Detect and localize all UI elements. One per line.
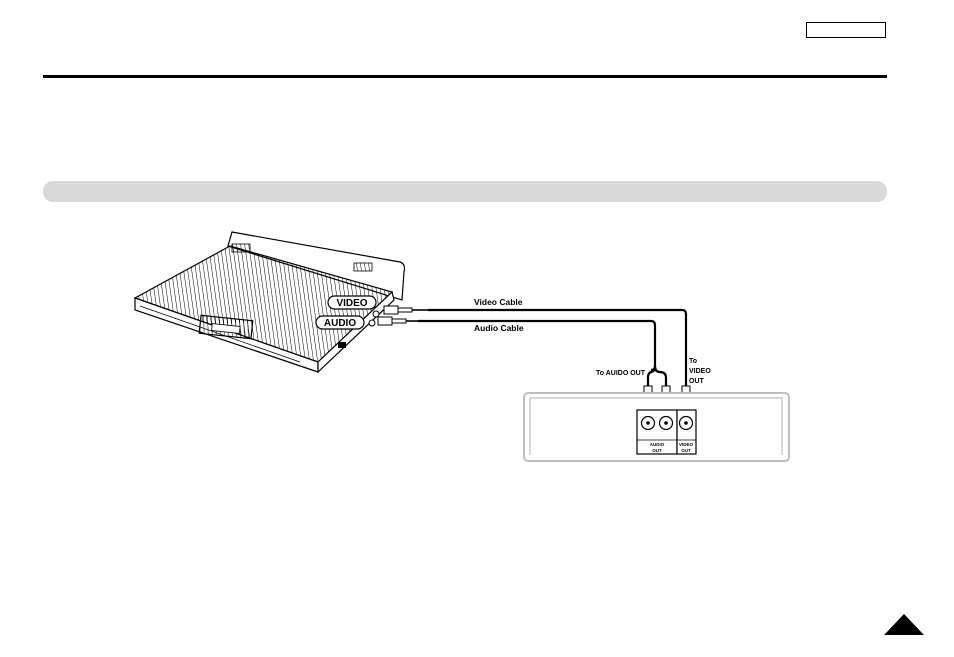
jack-audio-out-label-line2: OUT [652, 448, 662, 453]
video-cable-plug [383, 305, 428, 315]
video-port-label: VIDEO [336, 298, 367, 309]
video-cable [428, 308, 688, 386]
audio-cable-plug [377, 316, 418, 326]
av-device-illustration: AUDIO OUT VIDEO OUT [523, 392, 790, 462]
to-video-out-label-line3: OUT [689, 378, 705, 385]
to-video-out-label-line1: To [689, 358, 697, 365]
section-header-bar [43, 181, 887, 202]
audio-cable [418, 319, 657, 372]
video-port-callout: VIDEO [327, 295, 377, 310]
video-cable-label: Video Cable [474, 297, 523, 307]
to-video-out-label-line2: VIDEO [689, 368, 711, 375]
page-tag-box [806, 22, 886, 38]
triangle-up-icon[interactable] [884, 614, 924, 635]
jack-video-out-label-line1: VIDEO [679, 442, 694, 447]
top-rule [43, 75, 887, 78]
dvd-player-illustration [133, 231, 406, 374]
audio-port-callout: AUDIO [315, 315, 365, 330]
jack-audio-out-label-line1: AUDIO [650, 442, 665, 447]
audio-cable-label: Audio Cable [474, 323, 524, 333]
to-audio-out-label: To AUIDO OUT [596, 370, 646, 377]
audio-port-label: AUDIO [324, 318, 356, 329]
jack-video-out-label-line2: OUT [681, 448, 691, 453]
